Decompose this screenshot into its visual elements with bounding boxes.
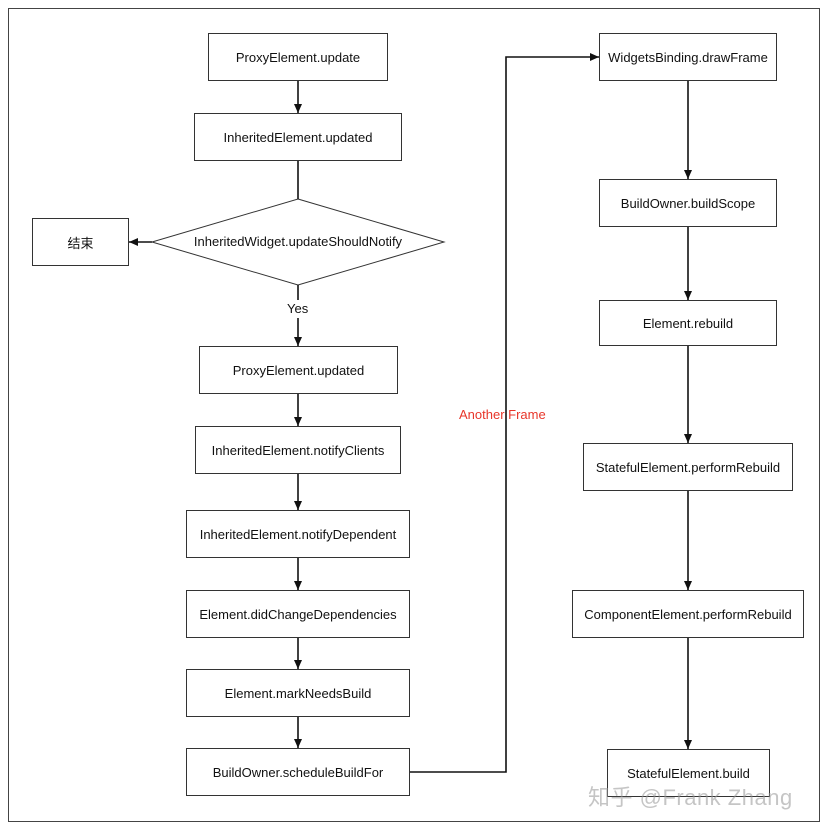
edge-label-another-frame: Another Frame [459, 407, 546, 422]
node-stateful-element-build: StatefulElement.build [607, 749, 770, 797]
node-proxy-element-updated: ProxyElement.updated [199, 346, 398, 394]
node-inherited-element-notify-dependent: InheritedElement.notifyDependent [186, 510, 410, 558]
node-inherited-element-updated: InheritedElement.updated [194, 113, 402, 161]
watermark: 知乎 @Frank Zhang [588, 785, 793, 810]
node-inherited-element-notify-clients: InheritedElement.notifyClients [195, 426, 401, 474]
node-element-rebuild: Element.rebuild [599, 300, 777, 346]
node-build-owner-build-scope: BuildOwner.buildScope [599, 179, 777, 227]
node-component-element-perform-rebuild: ComponentElement.performRebuild [572, 590, 804, 638]
node-stateful-element-perform-rebuild: StatefulElement.performRebuild [583, 443, 793, 491]
node-widgets-binding-draw-frame: WidgetsBinding.drawFrame [599, 33, 777, 81]
node-element-mark-needs-build: Element.markNeedsBuild [186, 669, 410, 717]
node-build-owner-schedule-build-for: BuildOwner.scheduleBuildFor [186, 748, 410, 796]
node-decision-update-should-notify: InheritedWidget.updateShouldNotify [193, 234, 403, 249]
edge-label-yes: Yes [287, 301, 309, 316]
node-element-did-change-dependencies: Element.didChangeDependencies [186, 590, 410, 638]
diagram-frame [8, 8, 820, 822]
node-proxy-element-update: ProxyElement.update [208, 33, 388, 81]
node-end: 结束 [32, 218, 129, 266]
